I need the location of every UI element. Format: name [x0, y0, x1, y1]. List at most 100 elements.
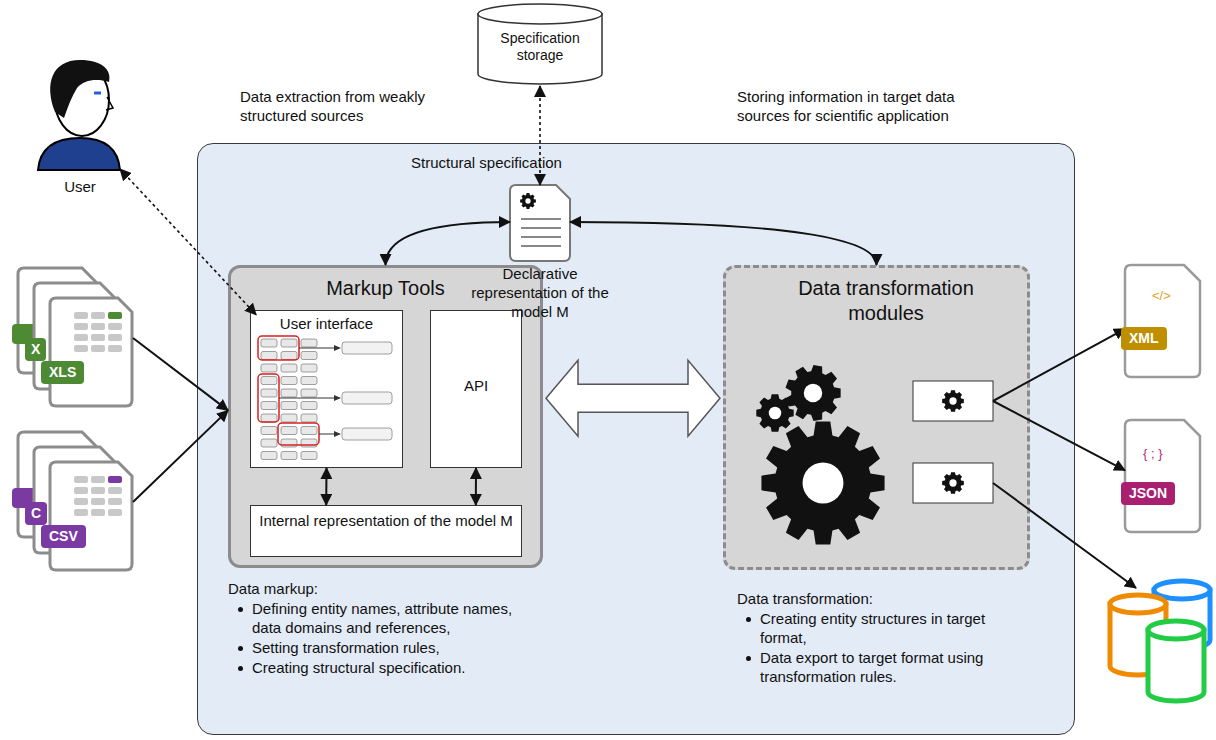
dotted-connector: [539, 86, 541, 185]
ui-cell: [261, 389, 277, 397]
ui-cell: [261, 339, 277, 347]
dotted-connector: [120, 169, 256, 315]
sheet-cell: [91, 509, 105, 516]
bullet-dot: [238, 607, 243, 612]
label-holder: C: [25, 502, 47, 525]
connector: [133, 410, 228, 502]
sheet-cell: [91, 476, 105, 483]
ui-cell: [281, 377, 297, 385]
ui-arrowhead: [334, 431, 341, 437]
format-badge: XML: [1121, 327, 1167, 350]
ui-field: [342, 428, 392, 440]
bullet-dot: [238, 646, 243, 651]
label-holder: Storing information in target data sourc…: [737, 88, 992, 126]
connector: [386, 222, 511, 265]
label-holder: { ; }: [1143, 446, 1193, 462]
storage-cylinder-shape: [478, 4, 602, 24]
format-badge: CSV: [41, 525, 86, 548]
format-badge: XLS: [41, 361, 84, 384]
ui-cell: [301, 439, 317, 447]
ui-cell: [261, 377, 277, 385]
format-badge: X: [25, 338, 46, 361]
gear-hole: [804, 384, 822, 402]
connector: [325, 468, 327, 505]
ui-field: [342, 392, 392, 404]
ui-cell: [301, 452, 317, 460]
doc-line: [521, 245, 561, 247]
sheet-page: [50, 462, 132, 570]
sheet-cell: [74, 476, 88, 483]
json-document: [1125, 420, 1200, 532]
user-eye: [94, 92, 101, 95]
bullet-text: Creating entity structures in target for…: [760, 610, 1025, 648]
ui-cell: [261, 452, 277, 460]
ui-cell: [281, 414, 297, 422]
ui-cell: [301, 377, 317, 385]
node-label: Specification storage: [482, 30, 598, 64]
sheet-cell: [108, 476, 122, 483]
sheet-cell: [108, 334, 122, 341]
ui-cell: [301, 339, 317, 347]
gear-icon: [942, 390, 964, 412]
ui-field: [342, 342, 392, 354]
label-holder: Setting transformation rules,: [252, 639, 527, 658]
note-label: Data extraction from weakly structured s…: [240, 88, 455, 126]
gear-icon: [520, 193, 536, 209]
ui-arrowhead: [334, 345, 341, 351]
bullet-text: Creating structural specification.: [252, 659, 527, 678]
database-arrow: [993, 483, 1136, 588]
json-output: JSON: [1125, 420, 1200, 532]
sheet-cell: [108, 487, 122, 494]
user-shirt: [38, 138, 120, 170]
format-badge: JSON: [1121, 482, 1175, 505]
node-label: Declarative representation of the model …: [470, 265, 610, 321]
sheet-cell: [74, 334, 88, 341]
sheet-cell: [91, 312, 105, 319]
connector: [475, 468, 477, 505]
ui-cell: [281, 452, 297, 460]
gear-icon: [942, 472, 964, 494]
note-label: Storing information in target data sourc…: [737, 88, 992, 126]
sheet-cell: [91, 487, 105, 494]
storage-cylinder: Specification storage: [478, 4, 602, 86]
module-box: [913, 463, 993, 503]
ui-cell: [301, 414, 317, 422]
gear-hole: [949, 479, 956, 486]
user-nose: [106, 97, 113, 110]
api-panel: API: [430, 310, 522, 468]
xml-document: [1125, 265, 1200, 377]
doc-line: [521, 218, 561, 220]
bullet-dot: [238, 666, 243, 671]
ui-cell: [301, 427, 317, 435]
node-label: API: [431, 377, 521, 396]
gear-icon: [786, 365, 841, 421]
doc-line: [521, 227, 561, 229]
label-holder: Data markup:: [228, 580, 528, 599]
note-label: Data markup:: [228, 580, 528, 599]
ui-cell: [281, 364, 297, 372]
label-holder: Defining entity names, attribute names, …: [252, 600, 527, 638]
sheet-cell: [91, 498, 105, 505]
ui-cell: [261, 414, 277, 422]
node-label: Internal representation of the model M: [255, 512, 517, 531]
sheet-cell: [108, 498, 122, 505]
sheet-cell: [74, 498, 88, 505]
sheet-cell: [91, 334, 105, 341]
format-badge: C: [25, 502, 47, 525]
ui-cell: [261, 439, 277, 447]
ui-cell: [261, 427, 277, 435]
bullet-text: Setting transformation rules,: [252, 639, 527, 658]
sheet-cell: [74, 345, 88, 352]
xml-output: XML: [1125, 265, 1200, 377]
declarative-spec-doc: Declarative representation of the model …: [465, 183, 615, 328]
bullet-text: Data export to target format using trans…: [760, 649, 1025, 687]
ui-cell: [281, 402, 297, 410]
ui-cell: [301, 352, 317, 360]
database-blue: [1154, 581, 1210, 599]
ui-cell: [281, 339, 297, 347]
sheet-cell: [108, 323, 122, 330]
connector: [993, 329, 1125, 401]
gear-hole: [803, 463, 844, 504]
ui-selection: [278, 423, 319, 445]
